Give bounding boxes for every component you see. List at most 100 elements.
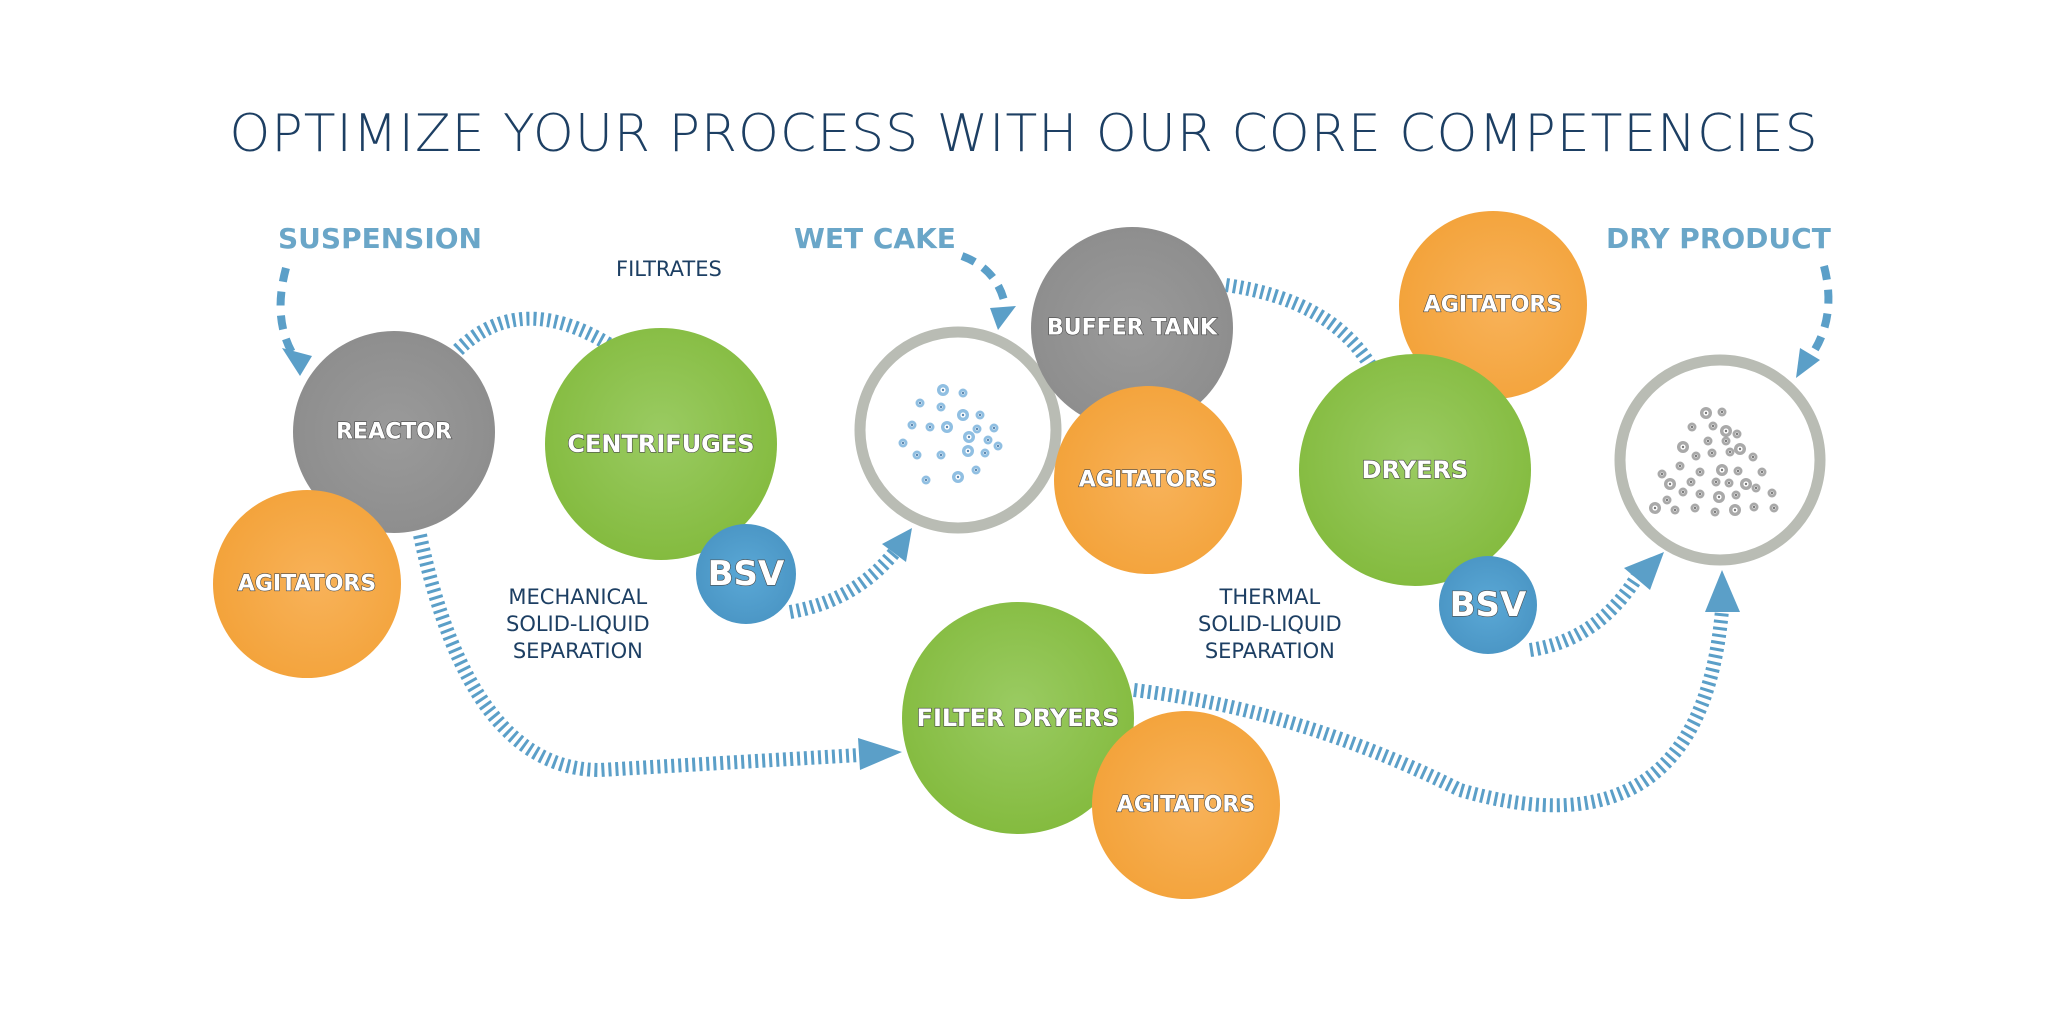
suspension-arrow: [276, 266, 312, 376]
particle-dot: [939, 405, 943, 409]
particle-core: [1711, 424, 1715, 428]
dry-product-ring: [1614, 354, 1826, 566]
particle-icon: [972, 424, 982, 434]
particle-dot: [1689, 480, 1693, 484]
particle-dot: [961, 391, 965, 395]
particle-icon: [1657, 469, 1667, 479]
dry-product-arrow-line: [1804, 264, 1833, 363]
particle-icon: [1731, 490, 1741, 500]
particle-dot: [992, 426, 996, 430]
particle-icon: [1711, 477, 1721, 487]
agitators-1-label: AGITATORS: [238, 572, 376, 597]
particle-icon: [1717, 407, 1727, 417]
bsv-2-circle: [1439, 556, 1537, 654]
particle-icon: [1734, 443, 1746, 455]
particle-dot: [978, 413, 982, 417]
particle-icon: [1700, 407, 1712, 419]
particle-core: [1689, 480, 1693, 484]
arrowhead-icon: [990, 306, 1016, 330]
particle-core: [1743, 481, 1749, 487]
particle-core: [1724, 439, 1728, 443]
particle-icon: [915, 398, 925, 408]
particle-core: [996, 444, 1000, 448]
particle-dot: [1665, 498, 1669, 502]
dryers-circle: [1299, 354, 1531, 586]
particle-dot: [1724, 439, 1728, 443]
particle-core: [944, 424, 950, 430]
particle-icon: [936, 402, 946, 412]
particle-dot: [1711, 424, 1715, 428]
particle-core: [992, 426, 996, 430]
particle-core: [1720, 410, 1724, 414]
bsv1-to-wet-cake-arrow-line: [788, 540, 906, 619]
particle-icon: [1732, 429, 1742, 439]
particle-dot: [1690, 425, 1694, 429]
particle-dot: [1673, 508, 1677, 512]
particle-dot: [1693, 506, 1697, 510]
particle-core: [1694, 454, 1698, 458]
particle-core: [928, 425, 932, 429]
particle-core: [974, 468, 978, 472]
particle-dot: [1681, 490, 1685, 494]
agitators-1-circle: [213, 490, 401, 678]
particle-dot: [1694, 454, 1698, 458]
mechanical-separation-label: MECHANICAL SOLID-LIQUID SEPARATION: [506, 584, 650, 665]
bsv-1-circle: [696, 524, 796, 624]
particle-dot: [986, 438, 990, 442]
particle-icon: [1677, 441, 1689, 453]
buffer-to-dryers-arrow-line: [1224, 278, 1376, 369]
bsv-2-label: BSV: [1450, 585, 1527, 625]
particle-dot: [1751, 455, 1755, 459]
bsv2-to-dry-product-arrow-line: [1528, 568, 1647, 657]
particle-dot: [1770, 491, 1774, 495]
agitators-3-circle: [1399, 211, 1587, 399]
particle-dot: [1653, 506, 1657, 510]
arrowhead-icon: [1624, 552, 1664, 590]
particle-icon: [1662, 495, 1672, 505]
particle-core: [983, 451, 987, 455]
particle-core: [960, 412, 966, 418]
particle-core: [1652, 505, 1658, 511]
particle-core: [975, 427, 979, 431]
particle-core: [901, 441, 905, 445]
node-reactor: REACTOR: [293, 331, 495, 533]
particle-core: [1752, 505, 1756, 509]
particle-icon: [937, 384, 949, 396]
particle-dot: [1706, 439, 1710, 443]
particle-core: [1770, 491, 1774, 495]
particle-icon: [971, 465, 981, 475]
buffer-to-dryers-arrow: [1224, 278, 1376, 369]
particle-core: [1716, 494, 1722, 500]
particle-core: [1737, 446, 1743, 452]
particle-icon: [1675, 461, 1685, 471]
reactor-label: REACTOR: [336, 420, 452, 445]
particle-core: [939, 405, 943, 409]
particle-icon: [907, 420, 917, 430]
particle-icon: [1703, 436, 1713, 446]
particle-icon: [1686, 477, 1696, 487]
particle-dot: [996, 444, 1000, 448]
particle-icon: [1687, 422, 1697, 432]
wet-cake-arrow-line: [960, 252, 1010, 311]
particle-icon: [1678, 487, 1688, 497]
agitators-3-label: AGITATORS: [1424, 293, 1562, 318]
particle-dot: [1678, 464, 1682, 468]
particle-core: [978, 413, 982, 417]
node-dryers: DRYERS: [1299, 354, 1531, 586]
particle-icon: [1708, 421, 1718, 431]
particle-icon: [1713, 491, 1725, 503]
particle-core: [1732, 507, 1738, 513]
particle-icon: [1729, 504, 1741, 516]
particle-icon: [1664, 478, 1676, 490]
particle-core: [1678, 464, 1682, 468]
particle-icon: [1695, 489, 1705, 499]
particle-icon: [975, 410, 985, 420]
particle-dot: [1724, 429, 1728, 433]
particle-icon: [1716, 464, 1728, 476]
particle-icon: [962, 445, 974, 457]
particle-core: [1673, 508, 1677, 512]
particle-icon: [925, 422, 935, 432]
particle-dot: [1704, 411, 1708, 415]
particle-dot: [924, 478, 928, 482]
